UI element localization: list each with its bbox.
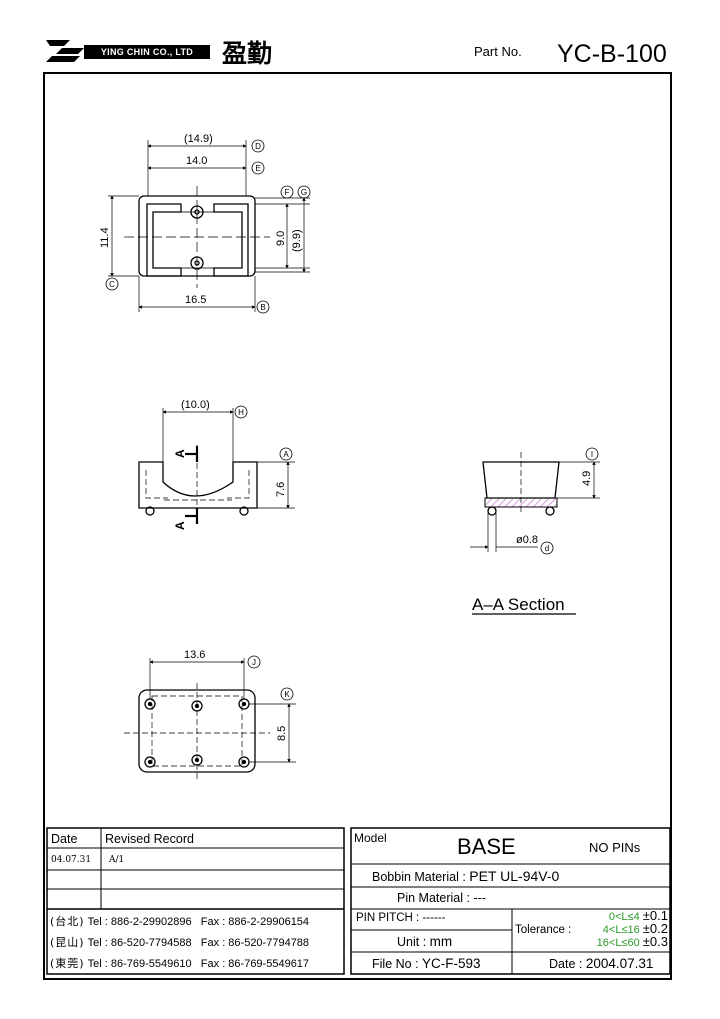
pins-note: NO PINs bbox=[589, 840, 641, 855]
company-name-chinese: 盈勤 bbox=[222, 39, 273, 68]
dim-pin-diameter-text: ø0.8 bbox=[516, 534, 538, 546]
dim-j-text: 13.6 bbox=[184, 649, 205, 661]
dim-g-text: (9.9) bbox=[291, 229, 303, 252]
dim-b-text: 16.5 bbox=[185, 294, 206, 306]
model-label: Model bbox=[354, 831, 387, 845]
ref-e-text: E bbox=[255, 164, 260, 173]
title-block-lines bbox=[46, 827, 671, 975]
contact-city: (東莞) bbox=[50, 957, 85, 970]
date-value: 2004.07.31 bbox=[585, 956, 654, 971]
company-name: YING CHIN CO., LTD bbox=[84, 45, 210, 59]
contact-row: (昆山) Tel : 86-520-7794588 Fax : 86-520-7… bbox=[50, 934, 309, 950]
file-no-row: File No : YC-F-593 bbox=[372, 956, 481, 971]
side-view bbox=[138, 405, 295, 525]
date-label: Date : bbox=[549, 957, 583, 971]
contact-row: (東莞) Tel : 86-769-5549610 Fax : 86-769-5… bbox=[50, 955, 309, 971]
company-logo-icon bbox=[46, 40, 84, 62]
contact-city: (台北) bbox=[50, 915, 85, 928]
dim-e-text: 14.0 bbox=[186, 155, 207, 167]
tolerance-label: Tolerance : bbox=[515, 924, 572, 936]
tolerance-table: 0<L≤4 ±0.1 4<L≤16 ±0.2 16<L≤60 ±0.3 bbox=[578, 908, 668, 949]
ref-g-text: G bbox=[301, 188, 307, 197]
ref-d-lower-text: d bbox=[545, 544, 549, 553]
revision-date-header: Date bbox=[51, 832, 78, 846]
cut-label-bottom: A bbox=[173, 521, 187, 530]
contact-tel: Tel : 86-769-5549610 bbox=[87, 958, 192, 970]
ref-a-text: A bbox=[283, 450, 289, 459]
tolerance-value: ±0.3 bbox=[642, 934, 668, 949]
contact-tel: Tel : 86-520-7794588 bbox=[87, 937, 192, 949]
dim-d-text: (14.9) bbox=[184, 133, 213, 145]
file-no-value: YC-F-593 bbox=[422, 956, 481, 971]
ref-c-text: C bbox=[109, 280, 115, 289]
ref-i-text: I bbox=[591, 450, 593, 459]
tolerance-range: 4<L≤16 bbox=[602, 924, 640, 936]
part-number: YC-B-100 bbox=[557, 40, 667, 68]
tolerance-range: 0<L≤4 bbox=[608, 911, 640, 923]
pin-material-value: --- bbox=[473, 891, 486, 905]
dim-k-text: 8.5 bbox=[276, 726, 288, 741]
pin-material-row: Pin Material : --- bbox=[397, 891, 486, 905]
section-title: A–A Section bbox=[472, 595, 565, 614]
tolerance-row: 0<L≤4 ±0.1 bbox=[578, 908, 668, 923]
model-value: BASE bbox=[457, 834, 516, 859]
part-number-label: Part No. bbox=[474, 44, 522, 59]
ref-f-text: F bbox=[285, 188, 290, 197]
file-no-label: File No : bbox=[372, 957, 419, 971]
bottom-view bbox=[124, 655, 296, 782]
bobbin-material-row: Bobbin Material : PET UL-94V-0 bbox=[372, 868, 559, 884]
bobbin-material-label: Bobbin Material : bbox=[372, 870, 466, 884]
contact-fax: Fax : 886-2-29906154 bbox=[200, 916, 310, 928]
pin-pitch-label: PIN PITCH : bbox=[356, 912, 420, 924]
section-view bbox=[470, 447, 600, 555]
unit-value: mm bbox=[429, 934, 453, 949]
top-view bbox=[105, 139, 311, 314]
cut-label-top: A bbox=[173, 449, 187, 458]
date-row: Date : 2004.07.31 bbox=[549, 956, 653, 971]
dim-c-text: 11.4 bbox=[99, 227, 111, 248]
dim-a-text: 7.6 bbox=[275, 482, 287, 497]
dim-i-text: 4.9 bbox=[581, 471, 593, 486]
contact-fax: Fax : 86-520-7794788 bbox=[200, 937, 310, 949]
pin-material-label: Pin Material : bbox=[397, 891, 470, 905]
tolerance-row: 4<L≤16 ±0.2 bbox=[578, 921, 668, 936]
tolerance-row: 16<L≤60 ±0.3 bbox=[578, 934, 668, 949]
ref-b-text: B bbox=[260, 303, 265, 312]
pin-pitch-value: ------ bbox=[422, 912, 446, 924]
contact-tel: Tel : 886-2-29902896 bbox=[87, 916, 192, 928]
revision-record-1: A/1 bbox=[109, 855, 125, 865]
contact-city: (昆山) bbox=[50, 936, 85, 949]
revision-date-1: 04.07.31 bbox=[51, 855, 92, 865]
ref-j-text: J bbox=[252, 658, 256, 667]
contact-fax: Fax : 86-769-5549617 bbox=[200, 958, 310, 970]
bobbin-material-value: PET UL-94V-0 bbox=[469, 868, 560, 884]
revision-record-header: Revised Record bbox=[105, 832, 194, 846]
contact-row: (台北) Tel : 886-2-29902896 Fax : 886-2-29… bbox=[50, 913, 309, 929]
ref-k-text: K bbox=[284, 690, 290, 699]
unit-row: Unit : mm bbox=[397, 934, 452, 949]
unit-label: Unit : bbox=[397, 935, 427, 949]
tolerance-value: ±0.1 bbox=[642, 908, 668, 923]
dim-f-text: 9.0 bbox=[275, 231, 287, 246]
ref-d-text: D bbox=[255, 142, 261, 151]
dim-h-text: (10.0) bbox=[181, 399, 210, 411]
tolerance-range: 16<L≤60 bbox=[596, 937, 640, 949]
ref-h-text: H bbox=[238, 408, 244, 417]
pin-pitch-row: PIN PITCH : ------ bbox=[356, 912, 445, 924]
tolerance-value: ±0.2 bbox=[642, 921, 668, 936]
drawing-frame bbox=[43, 72, 672, 980]
